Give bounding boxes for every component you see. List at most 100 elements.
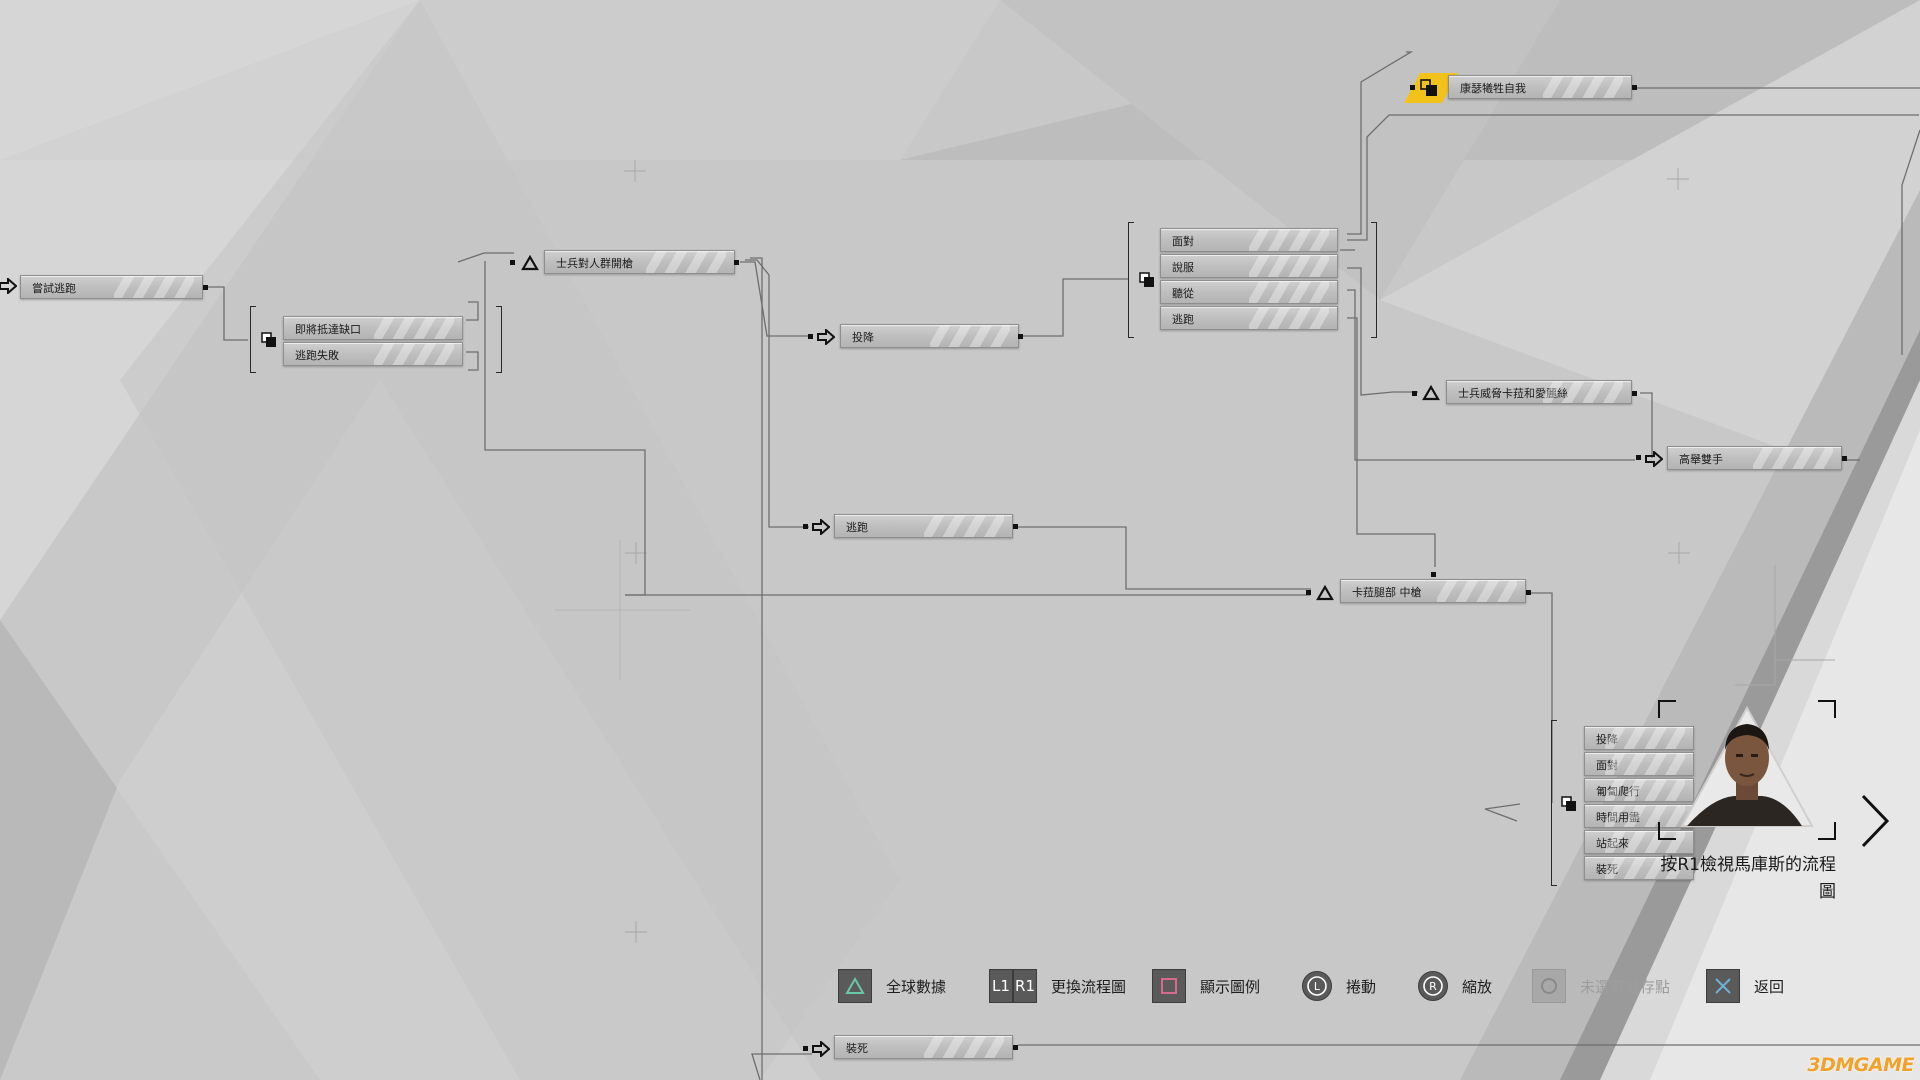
connector-dot [1632,85,1637,90]
control-zoom[interactable]: R 縮放 [1418,968,1492,1004]
square-icon [1152,969,1186,1003]
control-switch-flowchart[interactable]: L1 R1 更換流程圖 [989,968,1126,1004]
control-label: 未選取儲存點 [1580,977,1671,996]
connector-dot [1431,572,1436,577]
control-global-stats[interactable]: 全球數據 [838,968,946,1004]
group-bracket-left [1128,222,1134,338]
frame-corner [1658,822,1676,840]
node-label: 說服 [1172,261,1194,274]
control-label: 返回 [1754,977,1785,996]
node-label: 匍匐爬行 [1596,785,1640,798]
node-flee[interactable]: 逃跑 [1160,306,1338,330]
r1-glyph: R1 [1013,969,1037,1003]
node-escape-failed[interactable]: 逃跑失敗 [283,342,463,366]
node-play-dead[interactable]: 裝死 [834,1035,1013,1059]
next-flowchart-arrow-icon[interactable] [1860,794,1890,852]
character-portrait [1680,705,1814,827]
node-obey[interactable]: 聽從 [1160,280,1338,304]
choice-surrender[interactable]: 投降 [1584,726,1694,750]
connector-dot [808,334,813,339]
character-portrait-card[interactable] [1652,700,1842,840]
node-label: 裝死 [846,1042,868,1055]
node-label: 卡菈腿部 中槍 [1352,586,1422,599]
right-stick-icon: R [1418,971,1448,1001]
choice-confront[interactable]: 面對 [1584,752,1694,776]
connector-dot [1018,334,1023,339]
arrow-icon [1643,448,1665,470]
choice-crawl[interactable]: 匍匐爬行 [1584,778,1694,802]
triangle-icon [1314,582,1336,604]
frame-corner [1658,700,1676,718]
hint-line-1: 按R1檢視馬庫斯的流程 [1660,855,1836,875]
l1-glyph: L1 [989,969,1013,1003]
node-near-gap[interactable]: 即將抵達缺口 [283,316,463,340]
group-bracket-right [496,306,502,373]
node-label: 康瑟犧牲自我 [1460,82,1526,95]
node-connor-sacrifice[interactable]: 康瑟犧牲自我 [1448,75,1632,99]
view-markus-hint: 按R1檢視馬庫斯的流程 圖 [1648,852,1836,906]
connector-dot [1306,590,1311,595]
node-soldier-fires[interactable]: 士兵對人群開槍 [544,250,735,274]
control-label: 全球數據 [886,977,947,996]
choice-stand-up[interactable]: 站起來 [1584,830,1694,854]
node-kara-shot-leg[interactable]: 卡菈腿部 中槍 [1340,579,1526,603]
node-confront[interactable]: 面對 [1160,228,1338,252]
node-label: 高舉雙手 [1679,453,1723,466]
node-hands-up[interactable]: 高舉雙手 [1667,446,1842,470]
circle-icon [1532,969,1566,1003]
node-label: 投降 [852,331,874,344]
node-surrender[interactable]: 投降 [840,324,1019,348]
triangle-icon [519,252,541,274]
node-label: 逃跑 [846,521,868,534]
connector-dot [1636,455,1641,460]
node-label: 時間用盡 [1596,811,1640,824]
arrow-icon [810,1038,832,1060]
stick-glyph: L [1314,980,1321,993]
node-label: 即將抵達缺口 [295,323,361,336]
node-try-escape[interactable]: 嘗試逃跑 [20,275,203,299]
frame-corner [1818,822,1836,840]
connector-dot [1013,524,1018,529]
control-label: 捲動 [1346,977,1377,996]
arrow-icon [810,516,832,538]
triangle-icon [838,969,872,1003]
connector-dot [1632,391,1637,396]
node-label: 面對 [1596,759,1618,772]
node-label: 嘗試逃跑 [32,282,76,295]
control-show-legend[interactable]: 顯示圖例 [1152,968,1260,1004]
group-icon [258,329,280,351]
connector-dot [1412,391,1417,396]
connector-dot [803,1046,808,1051]
node-escape[interactable]: 逃跑 [834,514,1013,538]
connector-dot [803,524,808,529]
connector-dot [1410,85,1415,90]
choice-time-out[interactable]: 時間用盡 [1584,804,1694,828]
group-bracket-right [1371,222,1377,338]
group-icon [1558,793,1580,815]
node-label: 投降 [1596,733,1618,746]
connector-dot [203,285,208,290]
control-label: 顯示圖例 [1200,977,1261,996]
connector-dot [510,260,515,265]
l1-r1-icon: L1 R1 [989,969,1037,1003]
node-persuade[interactable]: 說服 [1160,254,1338,278]
node-label: 士兵威脅卡菈和愛麗絲 [1458,387,1568,400]
node-soldier-threatens[interactable]: 士兵威脅卡菈和愛麗絲 [1446,380,1632,404]
node-label: 逃跑 [1172,313,1194,326]
connector-dot [734,260,739,265]
group-icon [1136,269,1158,291]
control-scroll[interactable]: L 捲動 [1302,968,1376,1004]
control-label: 更換流程圖 [1051,977,1127,996]
control-back[interactable]: 返回 [1706,968,1784,1004]
control-no-checkpoint: 未選取儲存點 [1532,968,1670,1004]
hint-line-2: 圖 [1819,882,1836,902]
node-label: 裝死 [1596,863,1618,876]
arrow-icon [815,326,837,348]
choice-play-dead[interactable]: 裝死 [1584,856,1694,880]
group-bracket-left [1551,720,1557,886]
node-label: 逃跑失敗 [295,349,339,362]
group-bracket-left [250,306,256,373]
stick-glyph: R [1429,980,1437,993]
